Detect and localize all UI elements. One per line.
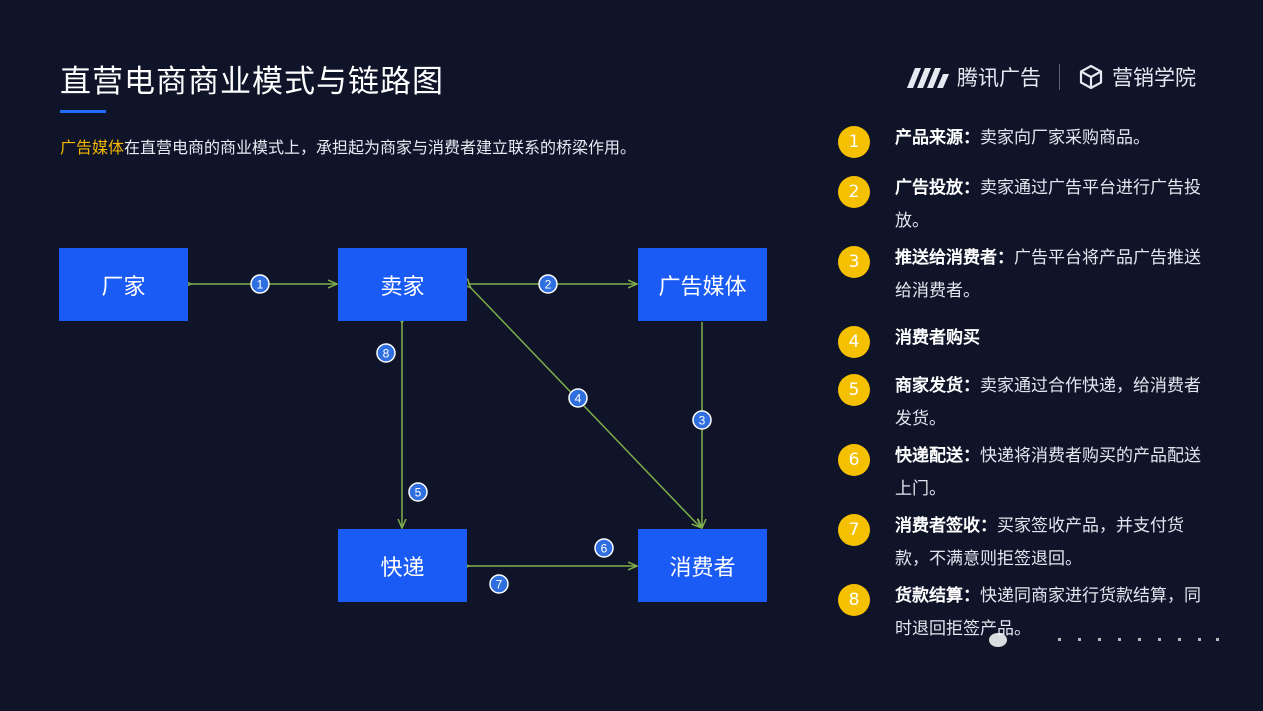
node-consumer: 消费者 [638, 529, 767, 602]
page-title: 直营电商商业模式与链路图 [60, 64, 444, 100]
step-text: 推送给消费者：广告平台将产品广告推送给消费者。 [895, 248, 1201, 301]
edge-6-badge: 6 [594, 538, 614, 558]
edge-8-badge: 8 [376, 343, 396, 363]
step-text: 广告投放：卖家通过广告平台进行广告投放。 [895, 178, 1201, 231]
edge-4-line [470, 287, 700, 527]
edge-1-badge: 1 [250, 274, 270, 294]
step-text: 快递配送：快递将消费者购买的产品配送上门。 [895, 446, 1201, 499]
logo-area: 腾讯广告 营销学院 [905, 60, 1196, 94]
step-number-badge: 1 [838, 126, 870, 158]
step-text: 消费者购买 [895, 322, 1215, 355]
academy-brand: 营销学院 [1112, 66, 1196, 90]
step-item: 6 快递配送：快递将消费者购买的产品配送上门。 [838, 440, 1238, 506]
step-desc: 广告平台将产品广告推送给消费者。 [895, 248, 1201, 301]
step-title: 产品来源 [895, 128, 963, 148]
subtitle: 广告媒体在直营电商的商业模式上，承担起为商家与消费者建立联系的桥梁作用。 [60, 134, 636, 158]
step-number-badge: 7 [838, 514, 870, 546]
watermark-icon [989, 633, 1219, 647]
step-number-badge: 5 [838, 374, 870, 406]
step-title: 推送给消费者 [895, 248, 997, 268]
watermark [988, 630, 1228, 650]
edge-2-badge: 2 [538, 274, 558, 294]
step-desc: 卖家通过广告平台进行广告投放。 [895, 178, 1201, 231]
subtitle-highlight: 广告媒体 [60, 138, 125, 157]
step-text: 消费者签收：买家签收产品，并支付货款，不满意则拒签退回。 [895, 516, 1184, 569]
step-desc: 快递将消费者购买的产品配送上门。 [895, 446, 1201, 499]
node-seller: 卖家 [338, 248, 467, 321]
step-desc: 卖家向厂家采购商品。 [980, 128, 1150, 148]
svg-text:8: 8 [383, 347, 390, 361]
step-text: 产品来源：卖家向厂家采购商品。 [895, 128, 1150, 148]
step-number-badge: 2 [838, 176, 870, 208]
academy-cube-icon [1079, 64, 1103, 90]
step-title: 广告投放 [895, 178, 963, 198]
step-title: 商家发货 [895, 376, 963, 396]
step-item: 7 消费者签收：买家签收产品，并支付货款，不满意则拒签退回。 [838, 510, 1238, 576]
step-desc: 卖家通过合作快递，给消费者发货。 [895, 376, 1201, 429]
svg-text:5: 5 [415, 486, 422, 500]
step-item: 4 消费者购买 [838, 322, 1238, 358]
node-ad-media: 广告媒体 [638, 248, 767, 321]
subtitle-text: 在直营电商的商业模式上，承担起为商家与消费者建立联系的桥梁作用。 [124, 138, 637, 157]
step-item: 1 产品来源：卖家向厂家采购商品。 [838, 122, 1238, 158]
edge-5-badge: 5 [408, 482, 428, 502]
step-title: 快递配送 [895, 446, 963, 466]
edge-7-badge: 7 [489, 574, 509, 594]
svg-text:2: 2 [545, 278, 552, 292]
tencent-ads-brand: 腾讯广告 [957, 66, 1041, 90]
node-manufacturer: 厂家 [59, 248, 188, 321]
step-number-badge: 3 [838, 246, 870, 278]
tencent-ads-logo-icon [907, 68, 949, 88]
edge-4-badge: 4 [568, 388, 588, 408]
logo-separator [1059, 64, 1060, 90]
step-number-badge: 6 [838, 444, 870, 476]
svg-text:3: 3 [699, 414, 706, 428]
step-number-badge: 8 [838, 584, 870, 616]
step-desc: 买家签收产品，并支付货款，不满意则拒签退回。 [895, 516, 1184, 569]
step-text: 商家发货：卖家通过合作快递，给消费者发货。 [895, 376, 1201, 429]
step-number-badge: 4 [838, 326, 870, 358]
svg-text:4: 4 [575, 392, 582, 406]
step-title: 货款结算 [895, 586, 963, 606]
node-courier: 快递 [338, 529, 467, 602]
svg-text:6: 6 [601, 542, 608, 556]
step-title: 消费者签收 [895, 516, 980, 536]
step-item: 2 广告投放：卖家通过广告平台进行广告投放。 [838, 172, 1238, 238]
step-item: 5 商家发货：卖家通过合作快递，给消费者发货。 [838, 370, 1238, 436]
title-underline [60, 110, 106, 113]
step-item: 3 推送给消费者：广告平台将产品广告推送给消费者。 [838, 242, 1238, 308]
svg-text:1: 1 [257, 278, 264, 292]
step-title: 消费者购买 [895, 328, 980, 348]
edge-3-badge: 3 [692, 410, 712, 430]
svg-text:7: 7 [496, 578, 503, 592]
